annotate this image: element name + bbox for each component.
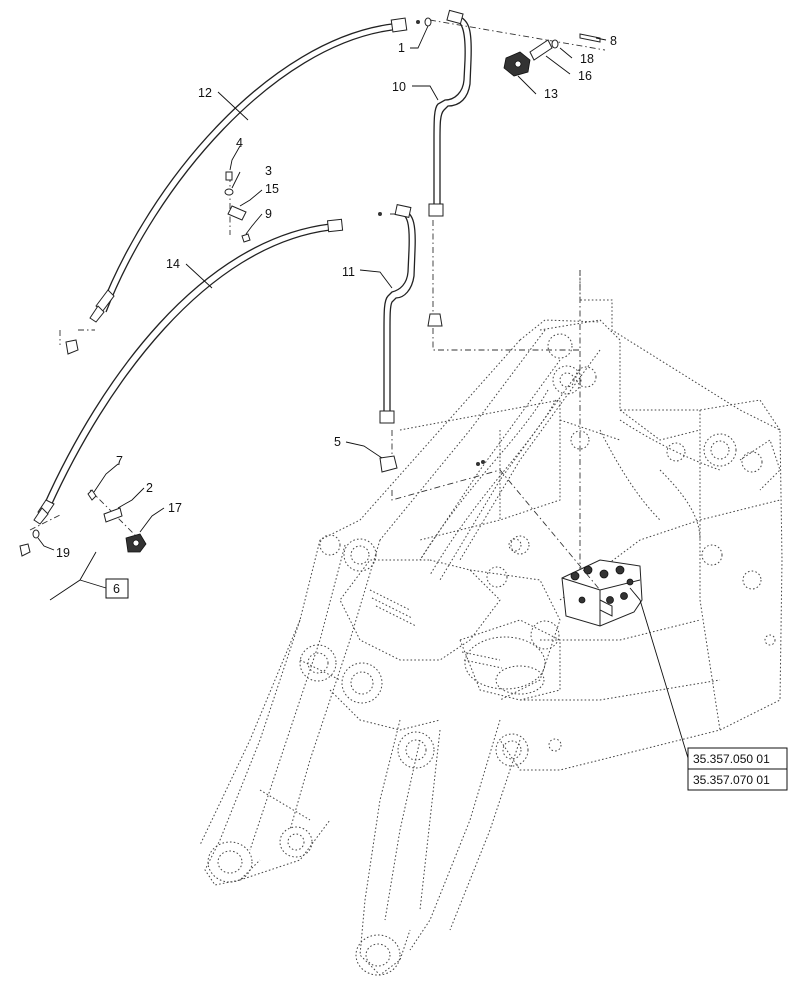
callout-15: 15	[265, 182, 279, 196]
callout-16: 16	[578, 69, 592, 83]
callout-9: 9	[265, 207, 272, 221]
callout-19: 19	[56, 546, 70, 560]
callout-4: 4	[236, 136, 243, 150]
tube-11	[379, 204, 416, 473]
small-hardware	[32, 17, 601, 553]
hose-12	[89, 17, 408, 323]
callout-17: 17	[168, 501, 182, 515]
callout-14: 14	[166, 257, 180, 271]
callout-10: 10	[392, 80, 406, 94]
reference-boxes: 35.357.050 01 35.357.070 01	[687, 747, 788, 791]
reference-2: 35.357.070 01	[693, 773, 770, 787]
callout-11: 11	[342, 265, 355, 279]
hose-14	[19, 218, 344, 557]
loader-frame-phantom	[199, 270, 783, 976]
callout-8: 8	[610, 34, 617, 48]
callout-1: 1	[398, 41, 405, 55]
leader-lines	[37, 25, 689, 759]
callout-6: 6	[113, 582, 120, 596]
callout-18: 18	[580, 52, 594, 66]
callout-labels: 1 8 18 16 13 10 12 4 3 15 9 11 14 5 7 2 …	[56, 34, 617, 599]
callout-7: 7	[116, 454, 123, 468]
callout-3: 3	[265, 164, 272, 178]
callout-12: 12	[198, 86, 212, 100]
center-lines	[29, 19, 606, 591]
callout-2: 2	[146, 481, 153, 495]
control-valve	[561, 559, 643, 627]
callout-5: 5	[334, 435, 341, 449]
callout-13: 13	[544, 87, 558, 101]
reference-1: 35.357.050 01	[693, 752, 770, 766]
tube-10	[427, 9, 472, 327]
